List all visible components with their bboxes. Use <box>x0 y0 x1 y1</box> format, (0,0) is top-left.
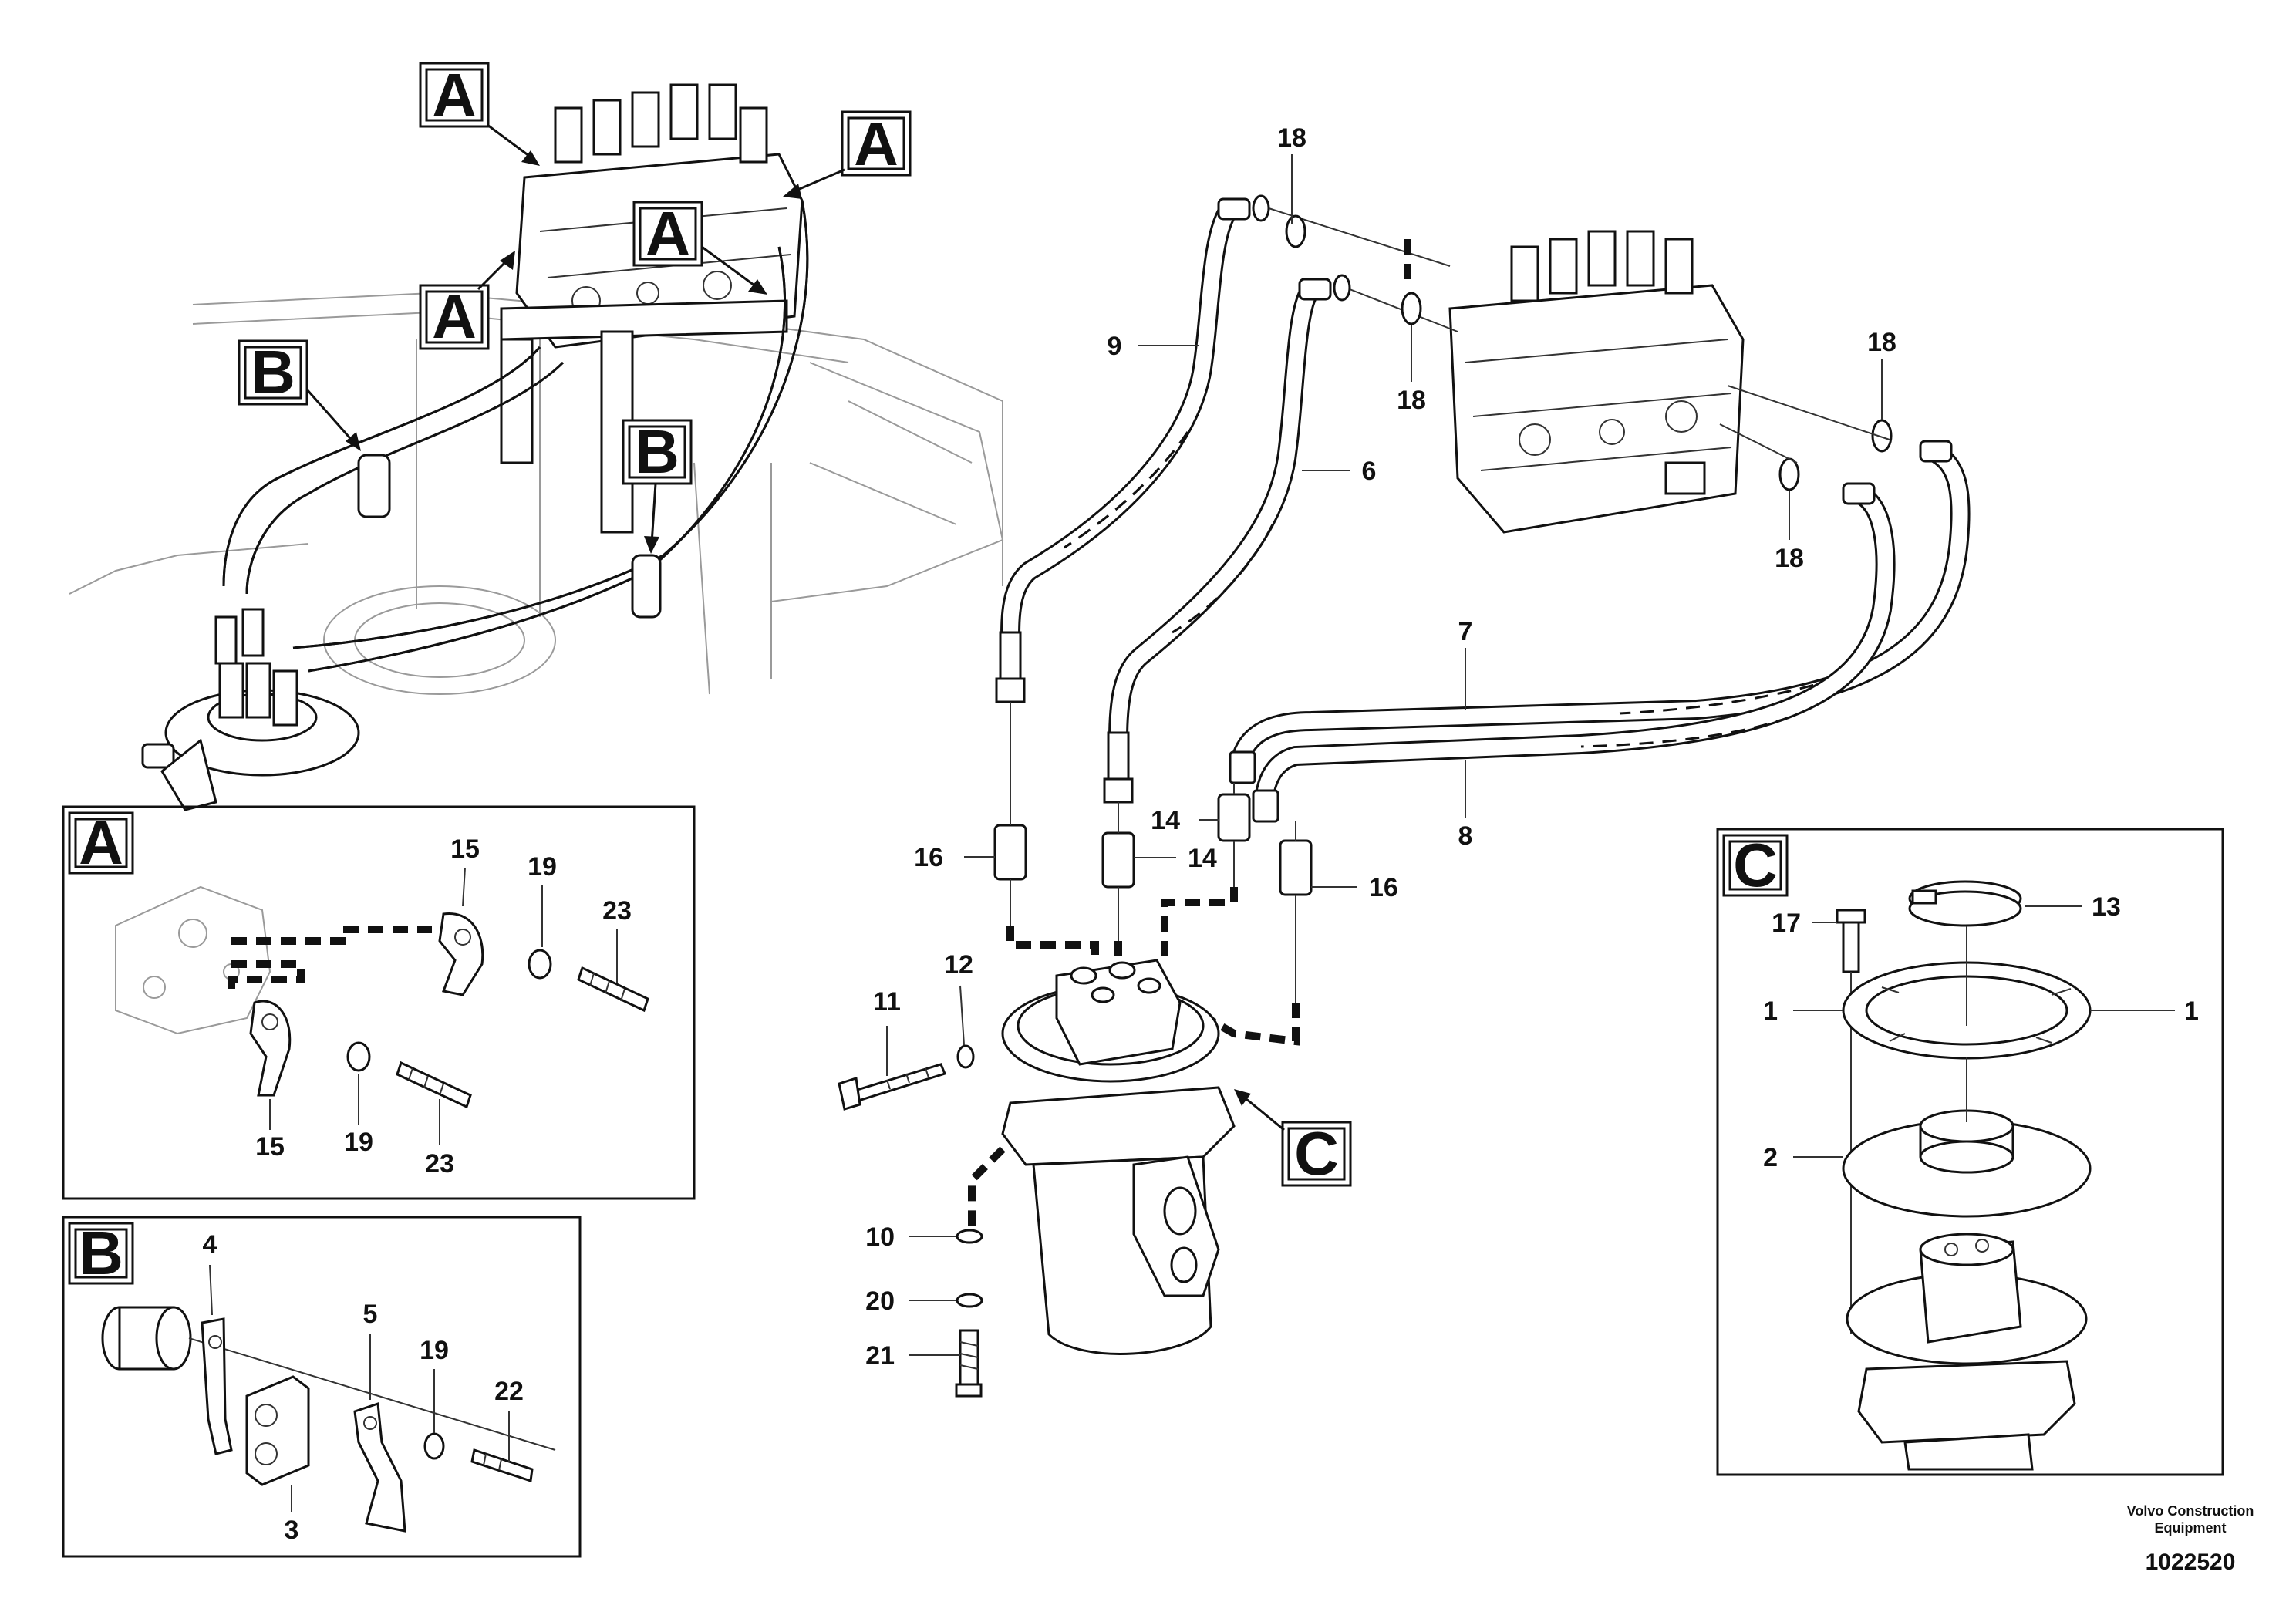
callout-a-2: A <box>854 110 899 178</box>
label-18-a: 18 <box>1277 123 1306 153</box>
label-5: 5 <box>363 1300 378 1329</box>
label-13: 13 <box>2092 892 2121 922</box>
callout-b-2: B <box>635 417 679 486</box>
brand-line-1: Volvo Construction <box>2127 1503 2254 1519</box>
adapters <box>993 702 1313 1003</box>
label-23-a-upper: 23 <box>602 896 632 926</box>
label-19-a-upper: 19 <box>528 852 557 882</box>
label-18-b: 18 <box>1397 386 1426 415</box>
detail-a-title: A <box>79 808 123 877</box>
brand-line-2: Equipment <box>2155 1520 2227 1536</box>
label-19-b: 19 <box>420 1336 449 1365</box>
label-1-right: 1 <box>2184 996 2199 1026</box>
swivel-joint-overview <box>141 608 360 811</box>
label-15-a-lower: 15 <box>255 1132 285 1162</box>
detail-c-panel: C 13 17 1 1 2 <box>1716 828 2224 1476</box>
main-assembly: C 18 18 18 18 9 6 7 8 16 16 14 14 11 12 … <box>838 123 1971 1398</box>
label-1-left: 1 <box>1763 996 1778 1026</box>
label-22: 22 <box>494 1377 524 1406</box>
label-10: 10 <box>865 1222 895 1252</box>
label-12: 12 <box>944 950 973 980</box>
control-valve-right <box>1448 230 1745 534</box>
label-20: 20 <box>865 1286 895 1316</box>
label-7: 7 <box>1458 617 1473 646</box>
label-14-bottom: 14 <box>1188 844 1217 873</box>
overview-illustration: A A A A B B <box>69 61 1004 811</box>
callout-a-1: A <box>432 61 477 130</box>
label-21: 21 <box>865 1341 895 1371</box>
label-16-right: 16 <box>1369 873 1398 902</box>
callout-a-4: A <box>432 282 477 351</box>
detail-b-title: B <box>79 1219 123 1287</box>
label-19-a-lower: 19 <box>344 1128 373 1157</box>
label-8: 8 <box>1458 821 1473 851</box>
hoses-overview <box>222 200 809 673</box>
label-6: 6 <box>1362 457 1377 486</box>
label-16-left: 16 <box>914 843 943 872</box>
label-11: 11 <box>873 987 901 1017</box>
detail-a-panel: A 15 19 23 15 19 23 <box>62 805 696 1200</box>
label-18-c: 18 <box>1867 328 1896 357</box>
label-3: 3 <box>285 1516 299 1545</box>
label-9: 9 <box>1108 332 1122 361</box>
callout-c-swivel: C <box>1294 1119 1339 1188</box>
hoses-7-8 <box>1229 385 1971 823</box>
label-15-a-upper: 15 <box>450 835 480 864</box>
detail-b-panel: B 4 5 19 22 3 <box>62 1216 582 1558</box>
label-17: 17 <box>1772 909 1801 938</box>
swivel-joint <box>838 959 1236 1398</box>
label-2: 2 <box>1763 1143 1778 1172</box>
label-23-a-lower: 23 <box>425 1149 454 1179</box>
detail-c-title: C <box>1733 831 1778 899</box>
hoses-9-6 <box>995 194 1458 804</box>
label-14-top: 14 <box>1151 806 1180 835</box>
callout-a-3: A <box>646 199 690 268</box>
overview-callouts: A A A A B B <box>238 61 912 554</box>
drawing-number: 1022520 <box>2146 1549 2236 1575</box>
callout-b-1: B <box>251 338 295 406</box>
label-4: 4 <box>203 1230 217 1259</box>
label-18-d: 18 <box>1775 544 1804 573</box>
footer: Volvo Construction Equipment 1022520 <box>2127 1503 2254 1575</box>
